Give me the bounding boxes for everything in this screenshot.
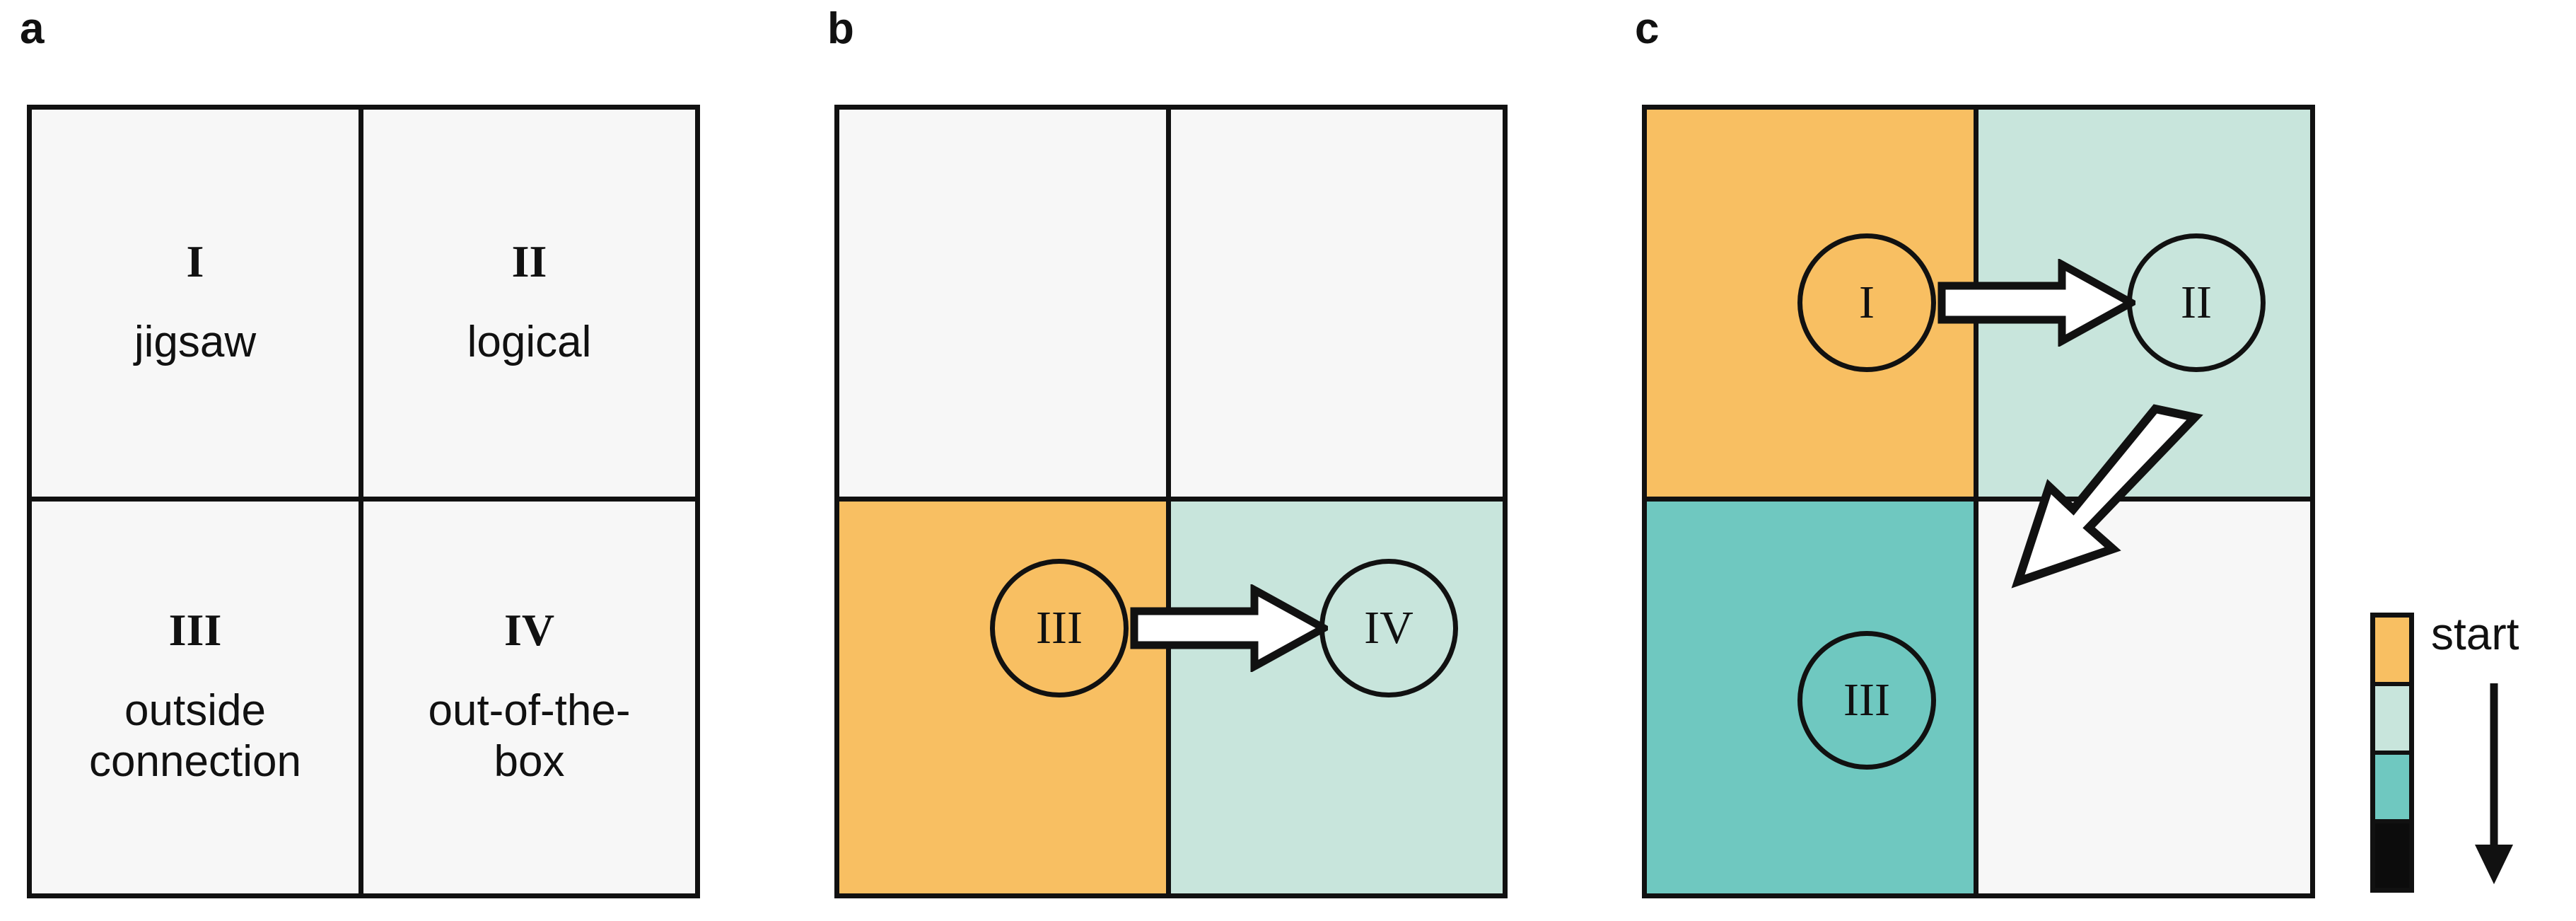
down-arrow-icon — [2475, 683, 2513, 884]
node-c-III: III — [1797, 631, 1936, 770]
quadrant-a-IV-roman: IV — [503, 605, 555, 656]
legend-swatch-teal — [2375, 751, 2409, 819]
quadrant-grid-a: I jigsaw II logical III outside connecti… — [27, 105, 700, 898]
node-c-I-label: I — [1859, 277, 1875, 328]
node-c-I: I — [1797, 233, 1936, 372]
quadrant-a-III-roman: III — [168, 605, 222, 656]
node-b-IV-label: IV — [1364, 602, 1414, 654]
legend-start-label: start — [2431, 608, 2519, 659]
quadrant-a-II: II logical — [363, 110, 695, 502]
arrow-b-III-to-IV — [1130, 584, 1328, 672]
sequence-legend: start — [2370, 608, 2576, 896]
panel-a: a I jigsaw II logical III outside connec… — [0, 0, 778, 921]
quadrant-a-II-roman: II — [511, 236, 547, 286]
node-c-II: II — [2127, 233, 2266, 372]
node-c-II-label: II — [2181, 277, 2212, 328]
panel-label-c: c — [1635, 4, 1659, 53]
quadrant-a-II-term: logical — [467, 317, 592, 366]
quadrant-b-III — [839, 502, 1171, 893]
quadrant-a-I-term: jigsaw — [134, 317, 257, 366]
panel-label-a: a — [20, 4, 44, 53]
quadrant-a-I-roman: I — [186, 236, 204, 286]
quadrant-a-IV-term: out-of-the- box — [428, 686, 631, 786]
arrow-c-I-to-II — [1937, 259, 2135, 347]
quadrant-a-III: III outside connection — [32, 502, 363, 893]
quadrant-b-IV — [1171, 502, 1503, 893]
quadrant-b-I — [839, 110, 1171, 502]
legend-swatch-orange — [2375, 618, 2409, 682]
quadrant-a-I: I jigsaw — [32, 110, 363, 502]
quadrant-grid-b — [834, 105, 1508, 898]
legend-swatch-mint — [2375, 682, 2409, 751]
node-b-III: III — [990, 559, 1129, 697]
legend-color-bar — [2370, 613, 2414, 893]
node-b-IV: IV — [1319, 559, 1458, 697]
panel-b: b III IV — [808, 0, 1585, 921]
legend-swatch-black — [2375, 819, 2409, 888]
node-c-III-label: III — [1843, 674, 1890, 726]
quadrant-b-II — [1171, 110, 1503, 502]
arrow-c-II-to-III — [2011, 404, 2203, 589]
node-b-III-label: III — [1036, 602, 1083, 654]
panel-c: c I II III — [1615, 0, 2393, 921]
quadrant-a-III-term: outside connection — [89, 686, 301, 786]
quadrant-a-IV: IV out-of-the- box — [363, 502, 695, 893]
quadrant-grid-c — [1642, 105, 2315, 898]
panel-label-b: b — [827, 4, 854, 53]
